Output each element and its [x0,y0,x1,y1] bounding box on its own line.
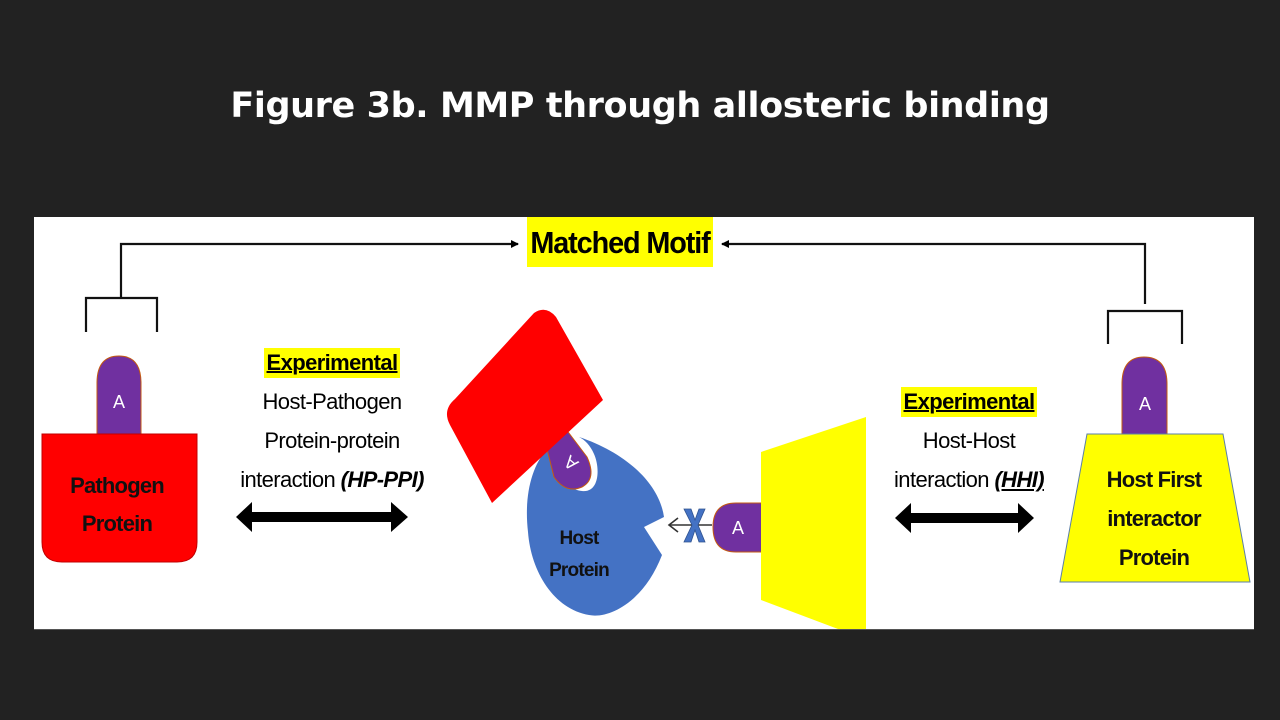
slide-title: Figure 3b. MMP through allosteric bindin… [230,86,1050,126]
hp-ppi-heading: Experimental [263,348,401,378]
hfi-label-line-2: interactor [1107,506,1201,531]
blocked-interaction [667,508,712,543]
host-label-line-2: Protein [549,560,610,581]
hfi-motif-tab [1121,356,1168,435]
hp-ppi-line-2: Protein-protein [264,428,400,453]
hfi-body [1059,433,1251,583]
left-connector [84,240,519,332]
right-connector [721,240,1184,344]
host-protein-label: Host Protein [534,523,624,587]
hhi-line-1: Host-Host [922,428,1016,453]
hfi-label-line-1: Host First [1106,467,1202,492]
bound-pathogen-complex [446,309,603,503]
hp-ppi-line-3: interaction (HP-PPI) [212,460,452,499]
hhi-abbreviation: (HHI) [994,467,1044,492]
pathogen-label-line-2: Protein [81,511,153,536]
bound-pathogen-body [446,309,603,503]
hhi-heading: Experimental [900,387,1038,417]
hp-ppi-abbreviation: (HP-PPI) [340,467,425,492]
pathogen-protein-body [41,433,198,563]
blocked-motif-label: A [731,518,744,538]
pathogen-motif-tab [96,355,142,435]
diagram-canvas [41,240,1251,629]
hhi-line-2-text: interaction [894,467,995,492]
hp-ppi-double-arrow [236,502,408,532]
hp-ppi-line-1: Host-Pathogen [262,389,403,414]
hhi-line-2: interaction (HHI) [864,460,1074,499]
host-first-interactor-blocked [712,417,866,629]
hfi-label-line-3: Protein [1118,545,1190,570]
blocked-x-icon [683,508,706,543]
pathogen-label-line-1: Pathogen [70,473,165,498]
right-bracket [1106,309,1184,344]
left-bracket [84,296,159,332]
hfi-motif-label: A [1138,394,1151,414]
diagram-panel: Matched Motif Experimental Host-Pathogen… [34,217,1254,630]
hhi-description: Experimental Host-Host interaction (HHI) [864,382,1074,499]
blocked-interactor-body [761,417,866,629]
blocked-arrowhead [667,517,679,533]
matched-motif-label: Matched Motif [527,217,713,267]
hhi-double-arrow [895,503,1034,533]
right-connector-arrow [721,240,1147,304]
host-first-interactor-protein [1059,356,1251,583]
pathogen-protein-label: Pathogen Protein [52,467,182,543]
pathogen-motif-label: A [112,392,125,412]
host-first-interactor-label: Host First interactor Protein [1074,460,1234,577]
host-label-line-1: Host [559,528,599,549]
pathogen-protein [41,355,198,563]
left-connector-arrow [119,240,519,299]
hp-ppi-description: Experimental Host-Pathogen Protein-prote… [212,343,452,499]
hp-ppi-line-3-text: interaction [240,467,341,492]
blocked-motif-tab [712,502,763,553]
